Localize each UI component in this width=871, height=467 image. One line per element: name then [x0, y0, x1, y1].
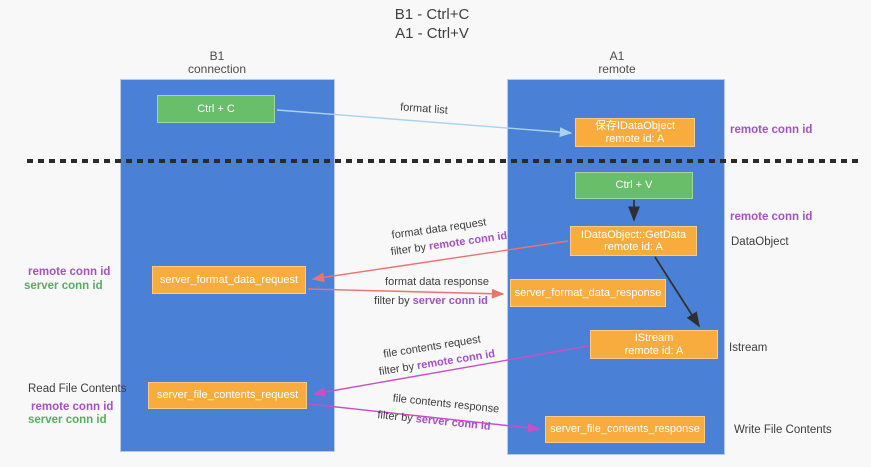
istream-box: IStream remote id: A — [590, 330, 718, 359]
title-line-2: A1 - Ctrl+V — [395, 25, 469, 42]
left-remote-conn-id-top: remote conn id — [28, 266, 111, 278]
filter-by-text: filter by — [376, 409, 417, 426]
server-format-data-response-label: server_format_data_response — [514, 286, 662, 299]
server-format-data-request-label: server_format_data_request — [159, 273, 299, 286]
write-file-contents-annotation: Write File Contents — [734, 424, 832, 436]
filter-by-text: filter by — [374, 295, 413, 307]
lane-a1-name: A1 — [609, 49, 625, 63]
left-remote-conn-id-bottom: remote conn id — [31, 401, 114, 413]
server-file-contents-response-label: server_file_contents_response — [550, 423, 700, 436]
ctrl-v-box: Ctrl + V — [575, 172, 693, 199]
getdata-subtitle: remote id: A — [604, 241, 663, 253]
left-server-conn-id-top: server conn id — [24, 280, 103, 292]
getdata-title: IDataObject::GetData — [580, 228, 687, 241]
filter-by-text: filter by — [378, 360, 419, 379]
server-file-contents-request-box: server_file_contents_request — [148, 382, 307, 409]
lane-header-a1: A1 remote — [547, 50, 687, 76]
server-conn-id-text: server conn id — [412, 295, 488, 307]
lane-header-b1: B1 connection — [147, 50, 287, 76]
server-file-contents-response-box: server_file_contents_response — [545, 416, 705, 443]
ctrl-c-label: Ctrl + C — [197, 102, 235, 115]
format-data-response-label: format data response — [385, 276, 489, 288]
format-data-response-arrow — [307, 288, 505, 299]
format-list-label: format list — [399, 101, 449, 117]
filter-by-text: filter by — [390, 240, 430, 259]
format-data-response-filter-label: filter by server conn id — [374, 295, 488, 307]
left-server-conn-id-bottom: server conn id — [28, 414, 107, 426]
lane-b1-subtitle: connection — [187, 62, 247, 76]
save-idataobject-subtitle: remote id: A — [605, 132, 665, 145]
ctrl-v-label: Ctrl + V — [615, 179, 653, 192]
dashed-divider — [27, 159, 863, 163]
ctrl-c-box: Ctrl + C — [157, 95, 275, 123]
save-idataobject-title: 保存IDataObject — [594, 120, 676, 132]
lane-b1-name: B1 — [209, 49, 225, 63]
read-file-contents-annotation: Read File Contents — [28, 383, 127, 395]
istream-subtitle: remote id: A — [624, 344, 684, 357]
server-format-data-response-box: server_format_data_response — [510, 279, 666, 307]
lane-a1-subtitle: remote — [598, 62, 636, 76]
server-conn-id-text: server conn id — [415, 413, 492, 433]
server-file-contents-request-label: server_file_contents_request — [156, 389, 299, 402]
diagram-title: B1 - Ctrl+C A1 - Ctrl+V — [327, 5, 537, 43]
idataobject-getdata-box: IDataObject::GetData remote id: A — [570, 226, 697, 256]
right-remote-conn-id-top: remote conn id — [730, 124, 813, 136]
server-format-data-request-box: server_format_data_request — [152, 266, 306, 294]
right-remote-conn-id-mid: remote conn id — [730, 211, 813, 223]
istream-title: IStream — [634, 332, 674, 344]
title-line-1: B1 - Ctrl+C — [394, 6, 470, 23]
dataobject-annotation: DataObject — [731, 236, 789, 248]
save-idataobject-box: 保存IDataObject remote id: A — [575, 118, 695, 147]
istream-annotation: Istream — [729, 342, 768, 354]
